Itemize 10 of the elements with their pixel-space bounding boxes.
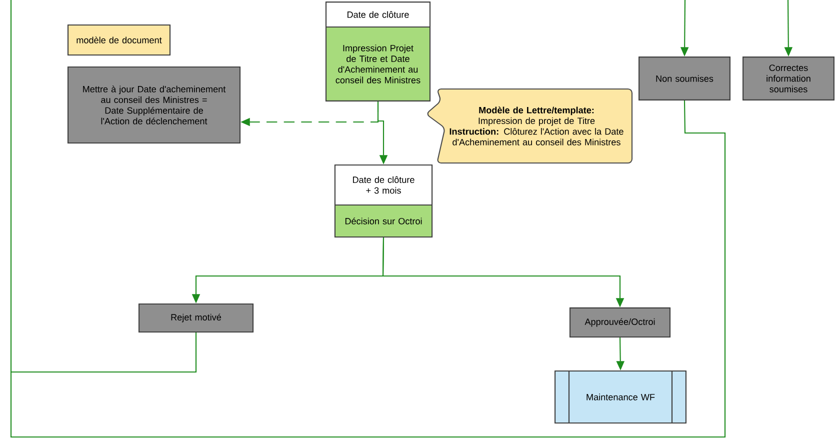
process-box: Date de clôture Impression Projet de Titre et Date d'Acheminement au conseil des Ministres [325, 2, 431, 102]
process-box: Date de clôture + 3 mois Décision sur Octroi [334, 164, 433, 238]
note-box: modèle de document [67, 24, 171, 56]
process-box: Rejet motivé [138, 303, 254, 333]
process-box: Non soumises [638, 56, 730, 100]
callout: Modèle de Lettre/template: Impression de projet de Titre Instruction: Clôturez l'Action avec la Date d'Acheminement au conseil des Ministres [427, 88, 633, 164]
subprocess-box: Maintenance WF [554, 370, 686, 424]
process-box: Mettre à jour Date d'acheminement au conseil des Ministres = Date Supplémentaire de l'Action de déclenchement [67, 66, 241, 144]
process-box: Correctes information soumises [742, 56, 834, 100]
process-box: Approuvée/Octroi [569, 307, 671, 338]
